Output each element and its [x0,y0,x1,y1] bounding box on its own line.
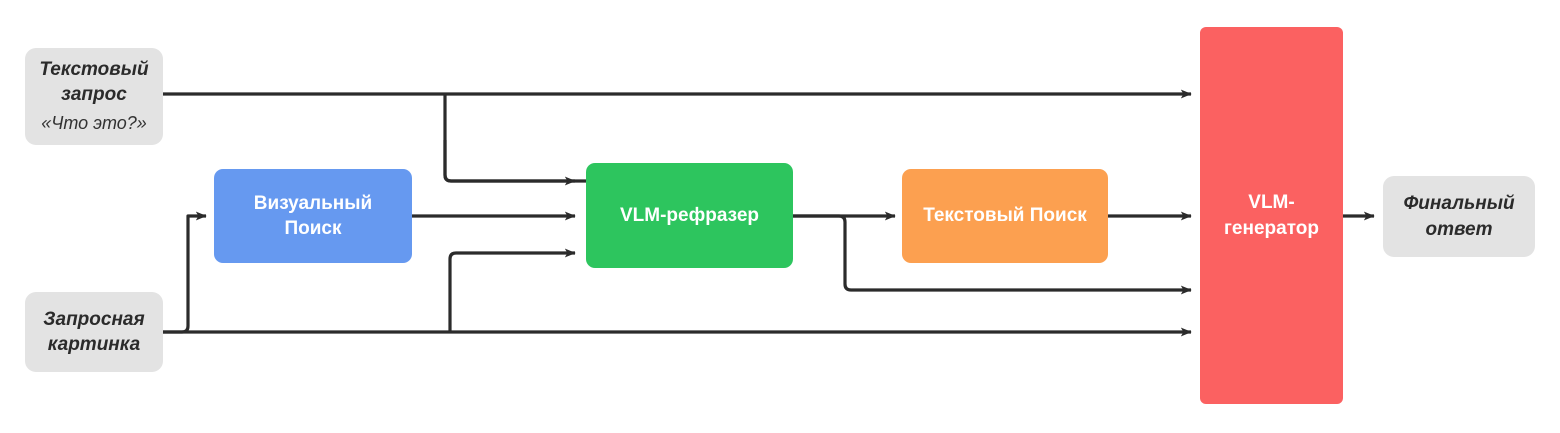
node-final-answer-label: Финальный ответ [1403,193,1515,240]
node-rephraser-label: VLM-рефразер [619,204,759,226]
node-text-query-label: Текстовый запрос [39,59,149,106]
node-visual-search[interactable]: Визуальный Поиск [214,169,412,263]
node-text-search-label: Текстовый Поиск [923,205,1087,227]
edge-query-image-to-rephraser [448,248,576,332]
node-generator-label: VLM- генератор [1224,192,1319,239]
node-text-search[interactable]: Текстовый Поиск [902,169,1108,263]
node-visual-search-label: Визуальный Поиск [253,192,373,239]
edge-rephraser-to-generator [793,214,1192,295]
node-generator[interactable]: VLM- генератор [1200,27,1343,404]
node-query-image-label: Запросная картинка [43,308,145,355]
node-final-answer[interactable]: Финальный ответ [1383,176,1535,257]
edge-text-query-to-rephraser-tail [443,140,576,186]
edge-query-image-to-visual-search [163,211,207,334]
node-text-query[interactable]: Текстовый запрос «Что это?» [25,48,163,145]
node-rephraser[interactable]: VLM-рефразер [586,163,793,268]
node-text-query-sublabel: «Что это?» [41,113,147,134]
node-query-image[interactable]: Запросная картинка [25,292,163,372]
